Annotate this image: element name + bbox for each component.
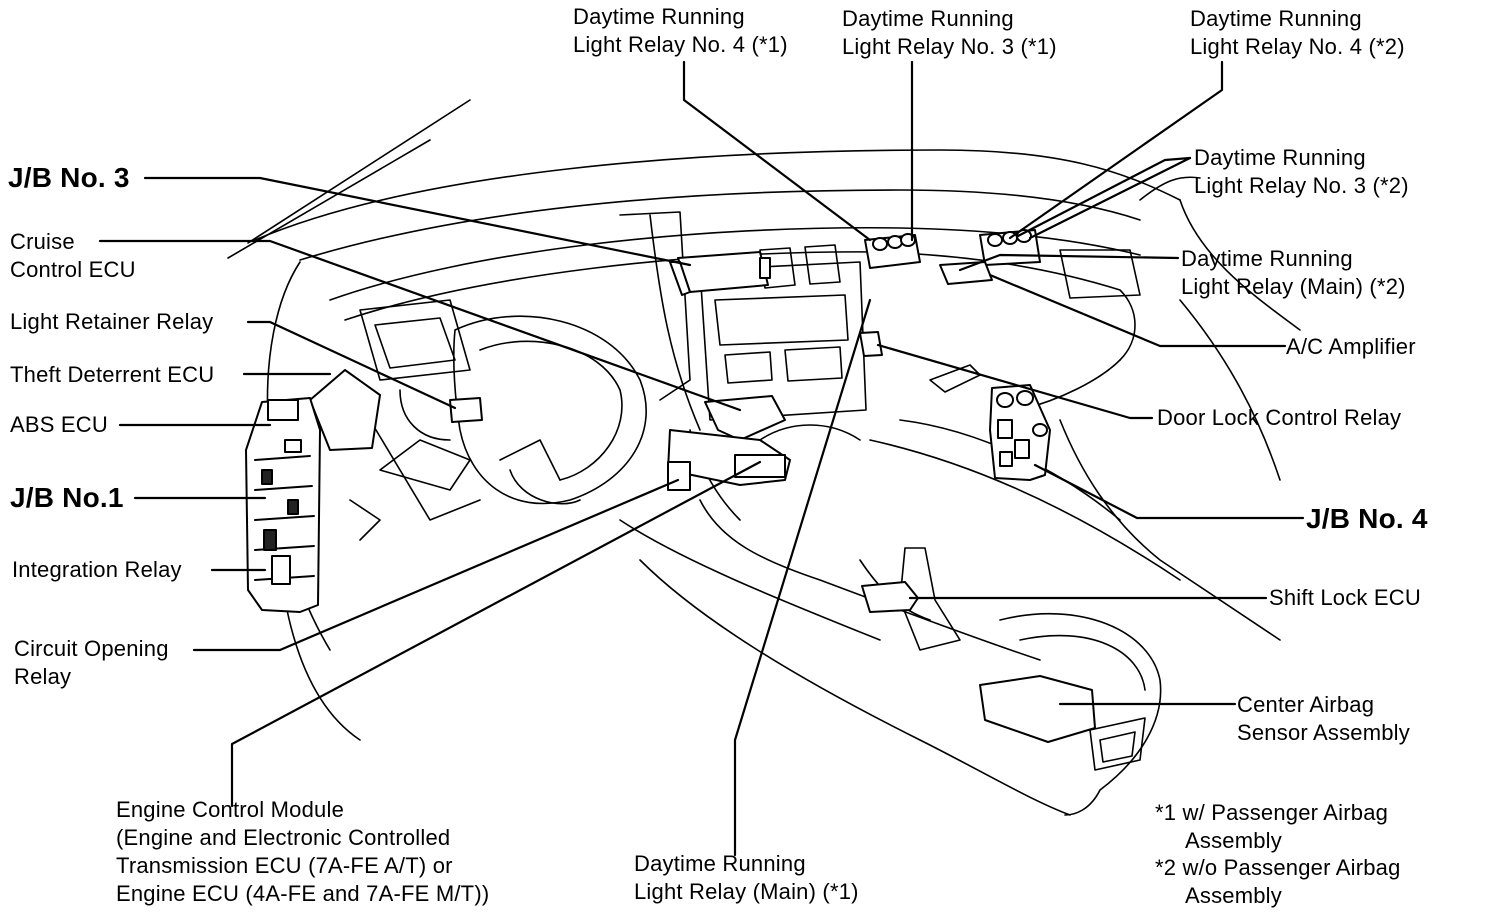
- leader-circuit-opening: [192, 478, 680, 652]
- label-integration-relay: Integration Relay: [12, 557, 182, 582]
- leader-drl3-2b: [1016, 156, 1192, 238]
- body-outline: [227, 99, 1301, 816]
- note-line: *1 w/ Passenger Airbag: [1155, 800, 1389, 825]
- label-shift-lock-ecu: Shift Lock ECU: [1269, 585, 1421, 610]
- label-drl-relay-no3-1: Daytime Running Light Relay No. 3 (*1): [842, 5, 1057, 61]
- label-line: Light Relay No. 3 (*2): [1194, 173, 1409, 198]
- label-abs-ecu: ABS ECU: [10, 412, 108, 437]
- label-line: Light Relay No. 3 (*1): [842, 34, 1057, 59]
- label-line: Cruise: [10, 229, 75, 254]
- label-line: Daytime Running: [1194, 145, 1366, 170]
- label-line: Daytime Running: [842, 6, 1014, 31]
- leader-cruise: [98, 239, 742, 412]
- leader-ac-amp: [988, 273, 1287, 348]
- label-line: Light Relay No. 4 (*2): [1190, 34, 1405, 59]
- label-line: Engine Control Module: [116, 797, 345, 822]
- label-jb-no1: J/B No.1: [10, 482, 124, 513]
- leader-drl3-2: [1028, 156, 1192, 240]
- label-theft-deterrent-ecu: Theft Deterrent ECU: [10, 362, 215, 387]
- leader-light-retainer: [246, 320, 457, 410]
- leader-drl4-2: [1008, 60, 1224, 240]
- components: [245, 229, 1096, 743]
- label-light-retainer-relay: Light Retainer Relay: [10, 309, 214, 334]
- shift-lock-box: [861, 581, 919, 613]
- label-line: Transmission ECU (7A-FE A/T) or: [116, 853, 453, 878]
- leader-door-lock: [876, 343, 1154, 420]
- label-circuit-opening-relay: Circuit Opening Relay: [14, 635, 169, 691]
- label-line: (Engine and Electronic Controlled: [116, 825, 451, 850]
- label-drl-relay-no4-1: Daytime Running Light Relay No. 4 (*1): [573, 3, 788, 59]
- label-line: Daytime Running: [634, 851, 806, 876]
- label-engine-control-module: Engine Control Module (Engine and Electr…: [116, 796, 489, 908]
- leader-drl4-1: [682, 60, 872, 242]
- leader-drlmain-1: [733, 298, 872, 857]
- light-retainer-relay-box: [449, 397, 483, 423]
- label-cruise-control-ecu: Cruise Control ECU: [10, 228, 136, 284]
- label-jb-no3: J/B No. 3: [8, 162, 130, 193]
- drl-main-2-box: [939, 261, 993, 285]
- leader-drlmain-2: [958, 253, 1180, 272]
- note-line: Assembly: [1185, 883, 1282, 908]
- leader-jb4: [1033, 463, 1305, 520]
- door-lock-relay-box: [859, 331, 883, 357]
- airbag-sensor-box: [979, 675, 1096, 743]
- label-drl-relay-no4-2: Daytime Running Light Relay No. 4 (*2): [1190, 5, 1405, 61]
- label-line: Daytime Running: [1190, 6, 1362, 31]
- label-door-lock-control-relay: Door Lock Control Relay: [1157, 405, 1402, 430]
- note-line: Assembly: [1185, 828, 1282, 853]
- cruise-ecu-box: [704, 395, 786, 441]
- label-line: Light Relay No. 4 (*1): [573, 32, 788, 57]
- label-line: Daytime Running: [573, 4, 745, 29]
- theft-deterrent-box: [309, 369, 381, 451]
- label-line: Control ECU: [10, 257, 136, 282]
- label-center-airbag-sensor: Center Airbag Sensor Assembly: [1237, 691, 1410, 747]
- label-line: Light Relay (Main) (*2): [1181, 274, 1406, 299]
- label-line: Light Relay (Main) (*1): [634, 879, 859, 904]
- label-ac-amplifier: A/C Amplifier: [1286, 334, 1416, 359]
- label-line: Daytime Running: [1181, 246, 1353, 271]
- jb4-block: [989, 384, 1051, 481]
- leader-lines: [98, 60, 1305, 857]
- jb1-block: [245, 397, 321, 613]
- ecm-box: [667, 429, 791, 491]
- jb3-box: [669, 251, 771, 296]
- note-1: *1 w/ Passenger Airbag Assembly: [1155, 799, 1388, 855]
- label-drl-relay-main-1: Daytime Running Light Relay (Main) (*1): [634, 850, 859, 906]
- note-2: *2 w/o Passenger Airbag Assembly: [1155, 854, 1401, 910]
- label-drl-relay-no3-2: Daytime Running Light Relay No. 3 (*2): [1194, 144, 1409, 200]
- leader-ecm: [230, 460, 762, 808]
- label-jb-no4: J/B No. 4: [1306, 503, 1428, 534]
- label-drl-relay-main-2: Daytime Running Light Relay (Main) (*2): [1181, 245, 1406, 301]
- leader-jb3: [143, 176, 692, 267]
- note-line: *2 w/o Passenger Airbag: [1155, 855, 1401, 880]
- label-line: Center Airbag: [1237, 692, 1375, 717]
- label-line: Sensor Assembly: [1237, 720, 1410, 745]
- label-line: Circuit Opening: [14, 636, 169, 661]
- label-line: Engine ECU (4A-FE and 7A-FE M/T)): [116, 881, 490, 906]
- label-line: Relay: [14, 664, 72, 689]
